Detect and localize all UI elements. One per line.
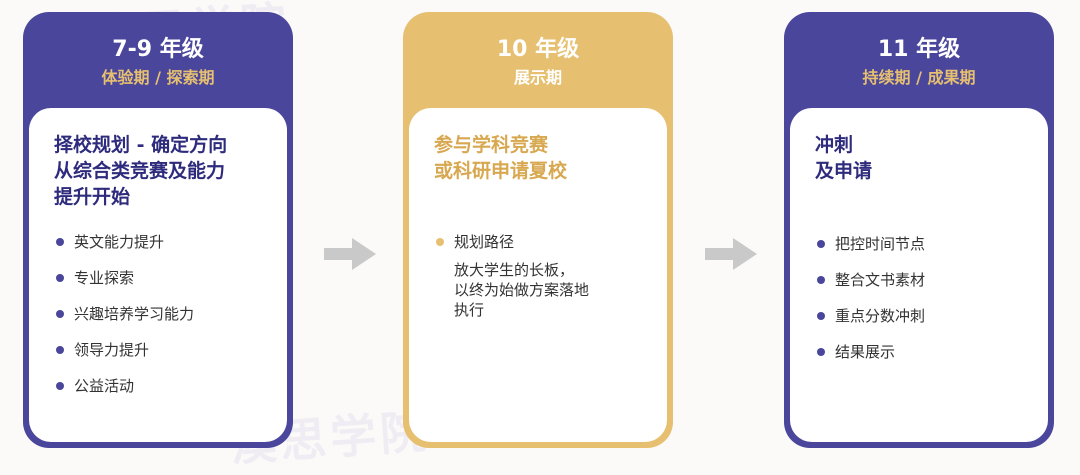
detail-line: 放大学生的长板， [454, 261, 575, 279]
stage-phase: 体验期 / 探索期 [101, 68, 215, 87]
list-item-label: 兴趣培养学习能力 [74, 305, 195, 323]
bullet-dot-icon [817, 240, 825, 248]
list-item-label: 整合文书素材 [835, 271, 926, 289]
stage-card-grade-7-9: 7-9 年级 体验期 / 探索期 择校规划 - 确定方向 从综合类竞赛及能力 提… [23, 12, 293, 448]
bullet-dot-icon [817, 276, 825, 284]
stage-body: 择校规划 - 确定方向 从综合类竞赛及能力 提升开始 英文能力提升 专业探索 兴… [29, 108, 287, 442]
list-item: 整合文书素材 [815, 270, 1030, 290]
stage-item-list: 把控时间节点 整合文书素材 重点分数冲刺 结果展示 [815, 234, 1030, 362]
list-item: 规划路径 放大学生的长板， 以终为始做方案落地 执行 [434, 232, 649, 320]
bullet-dot-icon [56, 238, 64, 246]
stage-header: 7-9 年级 体验期 / 探索期 [23, 12, 293, 108]
stage-header: 11 年级 持续期 / 成果期 [784, 12, 1054, 108]
stage-heading: 择校规划 - 确定方向 从综合类竞赛及能力 提升开始 [54, 132, 269, 210]
stage-body: 参与学科竞赛 或科研申请夏校 规划路径 放大学生的长板， 以终为始做方案落地 执… [409, 108, 667, 442]
stage-phase: 持续期 / 成果期 [862, 68, 976, 87]
stage-grade: 7-9 年级 [112, 37, 204, 62]
list-item: 结果展示 [815, 342, 1030, 362]
stage-heading-line: 提升开始 [54, 186, 131, 208]
bullet-dot-icon [56, 310, 64, 318]
list-item-label: 结果展示 [835, 343, 896, 361]
stage-heading-line: 择校规划 - 确定方向 [54, 134, 228, 156]
stage-card-grade-10: 10 年级 展示期 参与学科竞赛 或科研申请夏校 规划路径 放大学生的长板， 以… [403, 12, 673, 448]
stage-item-list: 规划路径 放大学生的长板， 以终为始做方案落地 执行 [434, 232, 649, 320]
list-item-label: 专业探索 [74, 269, 135, 287]
bullet-dot-icon [56, 346, 64, 354]
list-item: 把控时间节点 [815, 234, 1030, 254]
list-item-label: 把控时间节点 [835, 235, 926, 253]
bullet-dot-icon [436, 238, 444, 246]
stage-body: 冲刺 及申请 把控时间节点 整合文书素材 重点分数冲刺 结果展示 [790, 108, 1048, 442]
list-item-label: 领导力提升 [74, 341, 150, 359]
stage-heading-line: 及申请 [815, 160, 873, 182]
list-item: 公益活动 [54, 376, 269, 396]
right-arrow-icon [705, 238, 757, 270]
stage-grade: 11 年级 [877, 37, 961, 62]
bullet-dot-icon [817, 312, 825, 320]
list-item: 重点分数冲刺 [815, 306, 1030, 326]
detail-line: 执行 [454, 301, 485, 319]
stage-item-list: 英文能力提升 专业探索 兴趣培养学习能力 领导力提升 公益活动 [54, 232, 269, 396]
stage-heading-line: 参与学科竞赛 [434, 134, 549, 156]
stage-grade: 10 年级 [496, 37, 580, 62]
bullet-dot-icon [56, 382, 64, 390]
stage-heading-line: 冲刺 [815, 134, 854, 156]
list-item-label: 重点分数冲刺 [835, 307, 926, 325]
detail-line: 以终为始做方案落地 [454, 281, 590, 299]
list-item: 兴趣培养学习能力 [54, 304, 269, 324]
list-item-label: 规划路径 [454, 233, 515, 251]
stage-heading: 冲刺 及申请 [815, 132, 1030, 184]
stage-heading-line: 或科研申请夏校 [434, 160, 568, 182]
right-arrow-icon [324, 238, 376, 270]
bullet-dot-icon [56, 274, 64, 282]
stage-heading: 参与学科竞赛 或科研申请夏校 [434, 132, 649, 184]
list-item: 专业探索 [54, 268, 269, 288]
stage-phase: 展示期 [513, 68, 562, 87]
list-item: 领导力提升 [54, 340, 269, 360]
list-item: 英文能力提升 [54, 232, 269, 252]
list-item-detail: 放大学生的长板， 以终为始做方案落地 执行 [454, 260, 649, 320]
stage-header: 10 年级 展示期 [403, 12, 673, 108]
list-item-label: 公益活动 [74, 377, 135, 395]
stage-card-grade-11: 11 年级 持续期 / 成果期 冲刺 及申请 把控时间节点 整合文书素材 重点分… [784, 12, 1054, 448]
bullet-dot-icon [817, 348, 825, 356]
stage-heading-line: 从综合类竞赛及能力 [54, 160, 226, 182]
list-item-label: 英文能力提升 [74, 233, 165, 251]
